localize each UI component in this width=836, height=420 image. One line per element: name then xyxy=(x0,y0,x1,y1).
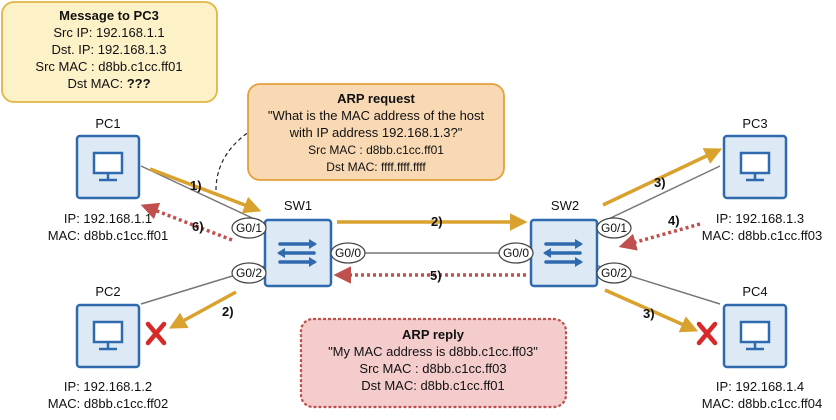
pc2-icon xyxy=(75,303,141,369)
arp-request-src-mac: Src MAC : d8bb.c1cc.ff01 xyxy=(308,143,444,157)
message-box-dst-mac-label: Dst MAC: xyxy=(67,76,126,91)
message-box-dst-ip: Dst. IP: 192.168.1.3 xyxy=(52,42,167,57)
arrow-step-3-pc4 xyxy=(604,288,699,333)
pc1-name: PC1 xyxy=(95,116,120,131)
port-labels: G0/1 G0/2 G0/0 G0/0 G0/1 G0/2 xyxy=(231,217,632,284)
sw1-port-g02: G0/2 xyxy=(236,266,262,280)
pc3-icon xyxy=(722,134,788,200)
reply-arrows xyxy=(140,202,701,284)
pc3: PC3 IP: 192.168.1.3 MAC: d8bb.c1cc.ff03 xyxy=(702,116,822,243)
sw2-name: SW2 xyxy=(551,198,579,213)
pc3-name: PC3 xyxy=(742,116,767,131)
pc4-name: PC4 xyxy=(742,284,767,299)
arp-request-line2: with IP address 192.168.1.3?" xyxy=(289,125,463,140)
step-labels: 1) 2) 2) 3) 3) 4) 5) 6) xyxy=(190,175,680,321)
request-arrows xyxy=(149,148,723,333)
pc4-ip: IP: 192.168.1.4 xyxy=(716,379,804,394)
arp-reply-dst-mac: Dst MAC: d8bb.c1cc.ff01 xyxy=(361,378,505,393)
links xyxy=(140,165,721,305)
link-sw2-pc3 xyxy=(597,165,721,225)
step-2-sw-label: 2) xyxy=(431,214,443,229)
step-6-label: 6) xyxy=(192,219,204,234)
sw1: SW1 xyxy=(263,198,333,288)
sw2-port-g00: G0/0 xyxy=(503,246,529,260)
pc4-icon xyxy=(722,303,788,369)
sw2-port-g02: G0/2 xyxy=(601,266,627,280)
sw1-port-g00: G0/0 xyxy=(335,246,361,260)
sw1-port-g01: G0/1 xyxy=(236,221,262,235)
message-box-src-mac: Src MAC : d8bb.c1cc.ff01 xyxy=(35,59,182,74)
arrow-step-4 xyxy=(618,222,701,251)
step-1-label: 1) xyxy=(190,178,202,193)
pc1-icon xyxy=(75,134,141,200)
arrow-step-1 xyxy=(149,167,262,214)
message-box: Message to PC3 Src IP: 192.168.1.1 Dst. … xyxy=(1,1,218,103)
pc3-ip: IP: 192.168.1.3 xyxy=(716,211,804,226)
pc2: PC2 IP: 192.168.1.2 MAC: d8bb.c1cc.ff02 xyxy=(48,284,168,411)
arp-reply-title: ARP reply xyxy=(402,327,465,342)
arrow-step-2-pc2 xyxy=(168,290,237,329)
step-2-pc2-label: 2) xyxy=(222,304,234,319)
message-box-dst-mac: Dst MAC: ??? xyxy=(67,76,150,91)
arp-request-line1: "What is the MAC address of the host xyxy=(268,108,485,123)
arp-reply-box: ARP reply "My MAC address is d8bb.c1cc.f… xyxy=(299,317,568,409)
pc3-mac: MAC: d8bb.c1cc.ff03 xyxy=(702,228,822,243)
arp-request-dst-mac: Dst MAC: ffff.ffff.ffff xyxy=(326,160,426,174)
step-4-label: 4) xyxy=(668,213,680,228)
arrow-step-3-pc3 xyxy=(602,148,723,207)
sw2: SW2 xyxy=(529,198,599,288)
arrow-step-6 xyxy=(140,202,233,242)
sw2-port-g01: G0/1 xyxy=(601,221,627,235)
step-5-label: 5) xyxy=(430,268,442,283)
pc1: PC1 IP: 192.168.1.1 MAC: d8bb.c1cc.ff01 xyxy=(48,116,168,243)
drop-x-pc2 xyxy=(145,321,167,346)
step-3-pc4-label: 3) xyxy=(643,306,655,321)
pc2-ip: IP: 192.168.1.2 xyxy=(64,379,152,394)
pc1-ip: IP: 192.168.1.1 xyxy=(64,211,152,226)
arp-request-box: ARP request "What is the MAC address of … xyxy=(247,83,505,181)
arp-reply-src-mac: Src MAC : d8bb.c1cc.ff03 xyxy=(359,361,506,376)
link-pc1-sw1 xyxy=(140,165,266,225)
drop-x-pc4 xyxy=(696,321,718,346)
pc2-mac: MAC: d8bb.c1cc.ff02 xyxy=(48,396,168,411)
sw1-name: SW1 xyxy=(284,198,312,213)
step-3-pc3-label: 3) xyxy=(654,175,666,190)
message-box-src-ip: Src IP: 192.168.1.1 xyxy=(53,25,164,40)
pc4: PC4 IP: 192.168.1.4 MAC: d8bb.c1cc.ff04 xyxy=(702,284,822,411)
arp-request-title: ARP request xyxy=(337,91,415,106)
sw1-icon xyxy=(263,218,333,288)
pc4-mac: MAC: d8bb.c1cc.ff04 xyxy=(702,396,822,411)
sw2-icon xyxy=(529,218,599,288)
pc1-mac: MAC: d8bb.c1cc.ff01 xyxy=(48,228,168,243)
pc2-name: PC2 xyxy=(95,284,120,299)
arp-reply-line1: "My MAC address is d8bb.c1cc.ff03" xyxy=(328,344,538,359)
message-box-dst-mac-value: ??? xyxy=(127,76,151,91)
message-box-title: Message to PC3 xyxy=(59,8,159,23)
